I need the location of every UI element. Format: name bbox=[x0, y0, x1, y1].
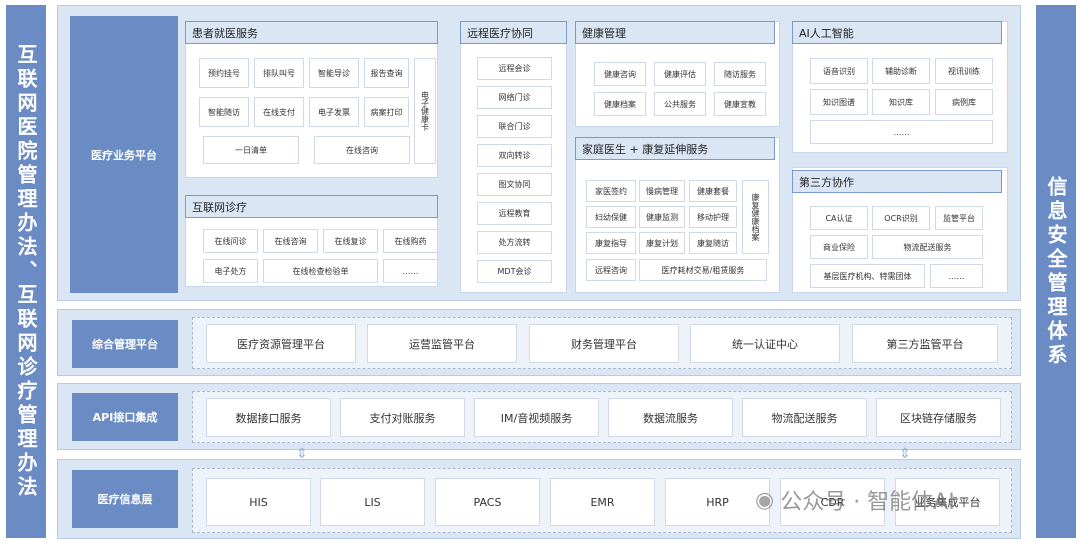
health-item[interactable]: 健康宣教 bbox=[714, 92, 766, 116]
family-item[interactable]: 妇幼保健 bbox=[586, 206, 636, 228]
service-item[interactable]: 排队叫号 bbox=[254, 58, 304, 88]
clinic-item[interactable]: 在线复诊 bbox=[323, 229, 378, 253]
health-item[interactable]: 健康评估 bbox=[654, 62, 706, 86]
ai-item[interactable]: 知识库 bbox=[872, 89, 930, 115]
mgmt-item[interactable]: 统一认证中心 bbox=[690, 324, 840, 363]
clinic-item[interactable]: 在线检查检验单 bbox=[263, 259, 378, 283]
remote-item[interactable]: MDT会诊 bbox=[477, 260, 552, 283]
internet-clinic-title: 互联网诊疗 bbox=[185, 195, 438, 218]
family-item[interactable]: 健康监测 bbox=[639, 206, 685, 228]
service-item[interactable]: 一日清单 bbox=[203, 136, 299, 164]
mgmt-item[interactable]: 财务管理平台 bbox=[529, 324, 679, 363]
watermark-text: 公众号 · 智能体AI bbox=[780, 490, 955, 515]
family-item[interactable]: 医疗耗材交易/租赁服务 bbox=[639, 259, 767, 281]
mgmt-item[interactable]: 运营监管平台 bbox=[367, 324, 517, 363]
third-item[interactable]: CA认证 bbox=[810, 206, 868, 230]
api-item[interactable]: 区块链存储服务 bbox=[876, 398, 1001, 437]
service-item[interactable]: 在线支付 bbox=[254, 97, 304, 127]
health-card-item[interactable]: 电子健康卡 bbox=[414, 58, 436, 164]
mgmt-item[interactable]: 医疗资源管理平台 bbox=[206, 324, 356, 363]
arrow-up-down-icon: ⇕ bbox=[296, 446, 308, 462]
clinic-item[interactable]: 在线购药 bbox=[383, 229, 438, 253]
family-item[interactable]: 健康套餐 bbox=[689, 180, 737, 202]
info-item[interactable]: CDR bbox=[780, 478, 885, 526]
third-item[interactable]: 物流配送服务 bbox=[872, 235, 983, 259]
third-item[interactable]: OCR识别 bbox=[872, 206, 930, 230]
business-platform-label: 医疗业务平台 bbox=[70, 16, 178, 293]
ai-item[interactable]: 语音识别 bbox=[810, 58, 868, 84]
mgmt-label: 综合管理平台 bbox=[72, 320, 178, 368]
ai-item[interactable]: 知识图谱 bbox=[810, 89, 868, 115]
remote-item[interactable]: 远程会诊 bbox=[477, 57, 552, 80]
info-item[interactable]: HIS bbox=[206, 478, 311, 526]
service-item[interactable]: 智能导诊 bbox=[309, 58, 359, 88]
family-item[interactable]: 康复计划 bbox=[639, 232, 685, 254]
clinic-item[interactable]: 在线问诊 bbox=[203, 229, 258, 253]
third-item[interactable]: 商业保险 bbox=[810, 235, 868, 259]
health-item[interactable]: 公共服务 bbox=[654, 92, 706, 116]
remote-item[interactable]: 图文协同 bbox=[477, 173, 552, 196]
info-item[interactable]: HRP bbox=[665, 478, 770, 526]
service-item[interactable]: 预约挂号 bbox=[199, 58, 249, 88]
ai-item[interactable]: 辅助诊断 bbox=[872, 58, 930, 84]
family-item[interactable]: 慢病管理 bbox=[639, 180, 685, 202]
right-security-bar: 信息安全管理体系 bbox=[1036, 5, 1076, 538]
api-label: API接口集成 bbox=[72, 393, 178, 441]
health-item[interactable]: 随访服务 bbox=[714, 62, 766, 86]
api-item[interactable]: 支付对账服务 bbox=[340, 398, 465, 437]
info-label: 医疗信息层 bbox=[72, 470, 178, 528]
info-item[interactable]: 业务集成平台 bbox=[895, 478, 1000, 526]
family-item[interactable]: 远程咨询 bbox=[586, 259, 636, 281]
left-policy-bar: 互联网医院管理办法、互联网诊疗管理办法 bbox=[6, 5, 46, 538]
third-item[interactable]: 基层医疗机构、特需团体 bbox=[810, 264, 925, 288]
mgmt-item[interactable]: 第三方监管平台 bbox=[852, 324, 998, 363]
family-item[interactable]: 康复随访 bbox=[689, 232, 737, 254]
third-item[interactable]: 监管平台 bbox=[935, 206, 983, 230]
clinic-item[interactable]: 电子处方 bbox=[203, 259, 258, 283]
watermark: ◉ 公众号 · 智能体AI bbox=[755, 483, 1030, 517]
info-item[interactable]: LIS bbox=[320, 478, 425, 526]
wechat-icon: ◉ bbox=[755, 487, 775, 513]
rehab-record-item[interactable]: 康复健康档案 bbox=[742, 180, 769, 254]
family-doctor-title: 家庭医生 + 康复延伸服务 bbox=[575, 137, 775, 160]
third-item: …… bbox=[930, 264, 983, 288]
remote-item[interactable]: 联合门诊 bbox=[477, 115, 552, 138]
api-item[interactable]: 数据接口服务 bbox=[206, 398, 331, 437]
info-item[interactable]: PACS bbox=[435, 478, 540, 526]
family-item[interactable]: 移动护理 bbox=[689, 206, 737, 228]
service-item[interactable]: 智能随访 bbox=[199, 97, 249, 127]
third-party-title: 第三方协作 bbox=[792, 170, 1002, 193]
health-mgmt-title: 健康管理 bbox=[575, 21, 775, 44]
remote-item[interactable]: 网络门诊 bbox=[477, 86, 552, 109]
family-item[interactable]: 康复指导 bbox=[586, 232, 636, 254]
service-item[interactable]: 报告查询 bbox=[364, 58, 409, 88]
service-item[interactable]: 电子发票 bbox=[309, 97, 359, 127]
ai-more: …… bbox=[810, 120, 993, 144]
health-item[interactable]: 健康档案 bbox=[594, 92, 646, 116]
api-item[interactable]: 数据流服务 bbox=[608, 398, 733, 437]
clinic-item[interactable]: 在线咨询 bbox=[263, 229, 318, 253]
remote-collab-title: 远程医疗协同 bbox=[460, 21, 567, 44]
api-item[interactable]: 物流配送服务 bbox=[742, 398, 867, 437]
service-item[interactable]: 病案打印 bbox=[364, 97, 409, 127]
remote-item[interactable]: 双向转诊 bbox=[477, 144, 552, 167]
health-item[interactable]: 健康咨询 bbox=[594, 62, 646, 86]
ai-item[interactable]: 病例库 bbox=[935, 89, 993, 115]
remote-item[interactable]: 远程教育 bbox=[477, 202, 552, 225]
ai-item[interactable]: 视讯训练 bbox=[935, 58, 993, 84]
info-item[interactable]: EMR bbox=[550, 478, 655, 526]
patient-service-title: 患者就医服务 bbox=[185, 21, 438, 44]
service-item[interactable]: 在线咨询 bbox=[314, 136, 410, 164]
ai-title: AI人工智能 bbox=[792, 21, 1002, 44]
family-item[interactable]: 家医签约 bbox=[586, 180, 636, 202]
arrow-up-down-icon: ⇕ bbox=[899, 446, 911, 462]
remote-item[interactable]: 处方流转 bbox=[477, 231, 552, 254]
api-item[interactable]: IM/音视频服务 bbox=[474, 398, 599, 437]
clinic-item: …… bbox=[383, 259, 438, 283]
